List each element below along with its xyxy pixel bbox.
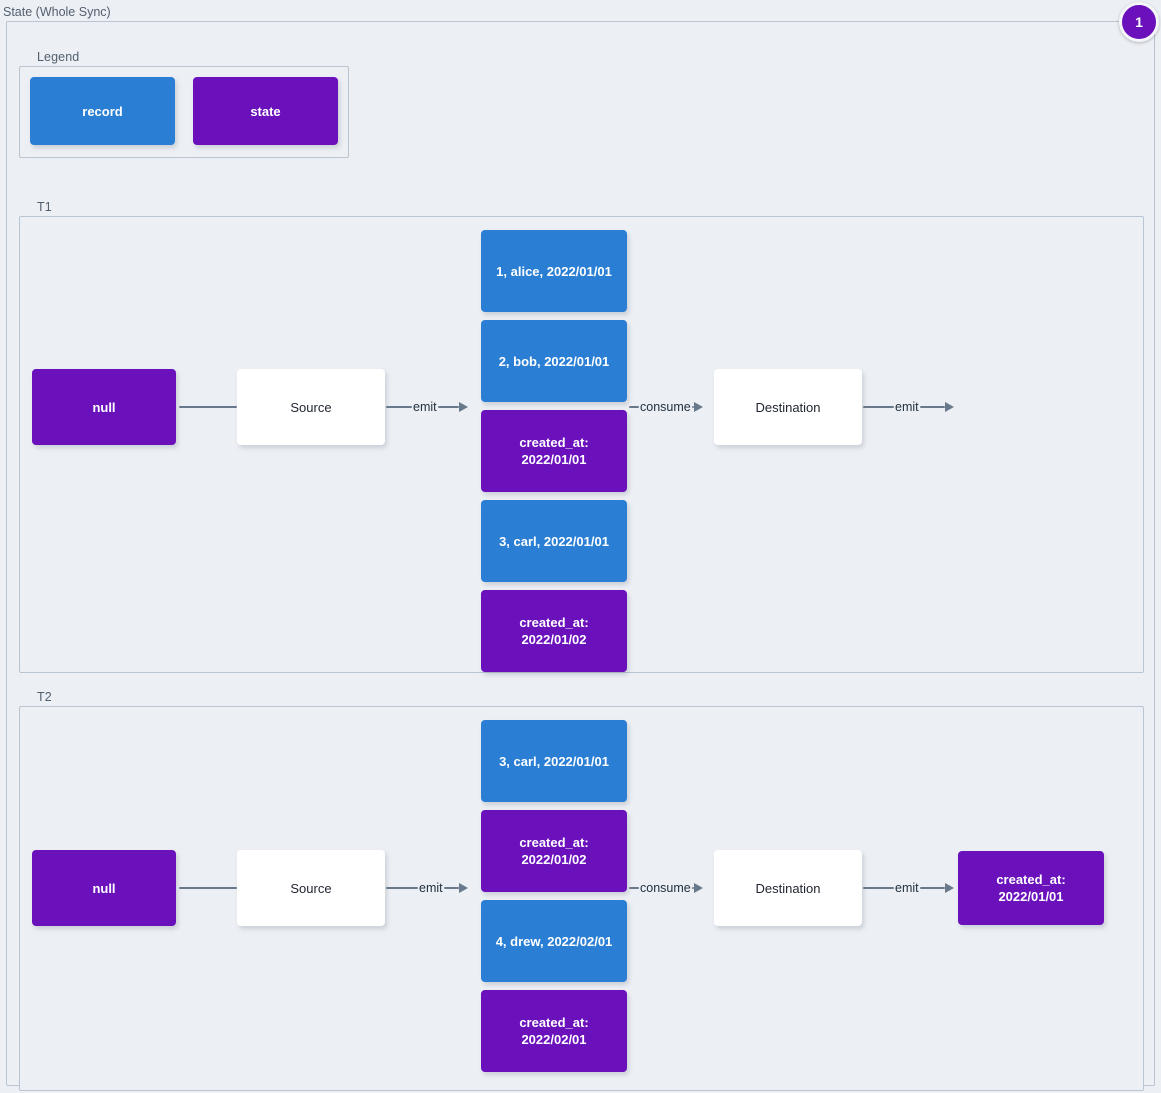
section-t1-box: null Source emit — [19, 216, 1144, 673]
t2-consume-label: consume — [639, 881, 692, 895]
diagram-root: State (Whole Sync) Legend record state — [3, 5, 1155, 1091]
t1-stream-item-0[interactable]: 1, alice, 2022/01/01 — [481, 230, 627, 312]
section-t1-label: T1 — [37, 200, 52, 214]
t2-stream-item-3-text: created_at: 2022/02/01 — [519, 1014, 588, 1048]
t2-emit-source-label: emit — [418, 881, 444, 895]
legend-swatch-state[interactable]: state — [193, 77, 338, 145]
edge-line — [386, 886, 418, 890]
t2-stream-item-2-text: 4, drew, 2022/02/01 — [495, 933, 613, 949]
arrow-head-icon — [458, 402, 468, 412]
edge-line — [691, 886, 694, 890]
t1-stream-item-1[interactable]: 2, bob, 2022/01/01 — [481, 320, 627, 402]
diagram-title: State (Whole Sync) — [3, 5, 111, 19]
t1-emit-source-label: emit — [412, 400, 438, 414]
section-t2: T2 null Source emit — [19, 690, 1144, 1091]
arrow-head-icon — [458, 883, 468, 893]
t2-edge-emit-destination: emit — [863, 878, 963, 898]
t2-final-state-node[interactable]: created_at: 2022/01/01 — [958, 851, 1104, 925]
t1-stream-item-2-text: created_at: 2022/01/01 — [519, 434, 588, 468]
t2-stream-item-0-text: 3, carl, 2022/01/01 — [499, 753, 609, 769]
legend-label-record: record — [82, 103, 123, 119]
t1-edge-emit-source: emit — [386, 397, 484, 417]
edge-line — [437, 405, 459, 409]
t2-stream-item-3-line2: 2022/02/01 — [521, 1032, 587, 1047]
t2-final-state-line2: 2022/01/01 — [998, 889, 1064, 904]
t1-initial-state-node[interactable]: null — [32, 369, 176, 445]
t1-stream-item-4[interactable]: created_at: 2022/01/02 — [481, 590, 627, 672]
section-t2-box: null Source emit 3, c — [19, 706, 1144, 1091]
t2-final-state-text: created_at: 2022/01/01 — [996, 871, 1065, 905]
legend: Legend record state — [19, 50, 349, 158]
edge-line — [863, 886, 894, 890]
t2-stream-item-1-line2: 2022/01/02 — [521, 852, 587, 867]
t1-source-node[interactable]: Source — [237, 369, 385, 445]
t2-stream-item-3[interactable]: created_at: 2022/02/01 — [481, 990, 627, 1072]
edge-line — [691, 405, 694, 409]
legend-box: record state — [19, 66, 349, 158]
t2-stream-item-2[interactable]: 4, drew, 2022/02/01 — [481, 900, 627, 982]
t1-stream-item-4-line1: created_at: — [519, 615, 589, 630]
section-t1: T1 null Source emit — [19, 200, 1144, 673]
t2-source-label: Source — [290, 880, 332, 896]
t2-stream-item-1-line1: created_at: — [519, 835, 589, 850]
t1-emit-destination-label: emit — [894, 400, 920, 414]
t1-stream-item-2[interactable]: created_at: 2022/01/01 — [481, 410, 627, 492]
t1-initial-state-label: null — [92, 399, 116, 415]
t1-stream-item-4-line2: 2022/01/02 — [521, 632, 587, 647]
t2-initial-state-label: null — [92, 880, 116, 896]
t2-destination-node[interactable]: Destination — [714, 850, 862, 926]
legend-item-record[interactable]: record — [30, 77, 175, 145]
legend-swatch-record[interactable]: record — [30, 77, 175, 145]
legend-label-state: state — [250, 103, 281, 119]
legend-item-state[interactable]: state — [193, 77, 338, 145]
t1-edge-emit-destination: emit — [863, 397, 963, 417]
t1-consume-label: consume — [639, 400, 692, 414]
t2-final-state-line1: created_at: — [996, 872, 1066, 887]
edge-line — [179, 405, 237, 409]
t2-source-node[interactable]: Source — [237, 850, 385, 926]
t1-destination-node[interactable]: Destination — [714, 369, 862, 445]
arrow-head-icon — [944, 883, 954, 893]
t1-edge-consume: consume — [629, 397, 715, 417]
t1-stream-item-3[interactable]: 3, carl, 2022/01/01 — [481, 500, 627, 582]
t1-stream-item-0-text: 1, alice, 2022/01/01 — [496, 263, 612, 279]
arrow-head-icon — [944, 402, 954, 412]
t2-edge-emit-source: emit — [386, 878, 484, 898]
diagram-canvas: Legend record state — [6, 21, 1155, 1091]
edge-line — [386, 405, 412, 409]
t1-stream-item-3-text: 3, carl, 2022/01/01 — [499, 533, 609, 549]
t2-stream-item-3-line1: created_at: — [519, 1015, 589, 1030]
edge-line — [629, 886, 639, 890]
t2-destination-label: Destination — [755, 880, 821, 896]
t1-stream-item-2-line2: 2022/01/01 — [521, 452, 587, 467]
t1-stream-item-4-text: created_at: 2022/01/02 — [519, 614, 588, 648]
edge-line — [919, 405, 945, 409]
arrow-head-icon — [693, 402, 703, 412]
legend-items: record state — [30, 77, 338, 145]
t1-source-label: Source — [290, 399, 332, 415]
t2-stream-item-1-text: created_at: 2022/01/02 — [519, 834, 588, 868]
t2-stream-item-0[interactable]: 3, carl, 2022/01/01 — [481, 720, 627, 802]
edge-line — [863, 405, 894, 409]
edge-line — [179, 886, 237, 890]
t1-stream-item-2-line1: created_at: — [519, 435, 589, 450]
edge-line — [443, 886, 459, 890]
t1-stream-item-1-text: 2, bob, 2022/01/01 — [498, 353, 610, 369]
legend-label: Legend — [37, 50, 80, 64]
edge-line — [919, 886, 945, 890]
t2-edge-consume: consume — [629, 878, 715, 898]
t2-stream-item-1[interactable]: created_at: 2022/01/02 — [481, 810, 627, 892]
arrow-head-icon — [693, 883, 703, 893]
t2-emit-destination-label: emit — [894, 881, 920, 895]
status-badge: 1 — [1119, 2, 1159, 42]
section-t2-label: T2 — [37, 690, 52, 704]
t1-destination-label: Destination — [755, 399, 821, 415]
t2-initial-state-node[interactable]: null — [32, 850, 176, 926]
edge-line — [629, 405, 639, 409]
